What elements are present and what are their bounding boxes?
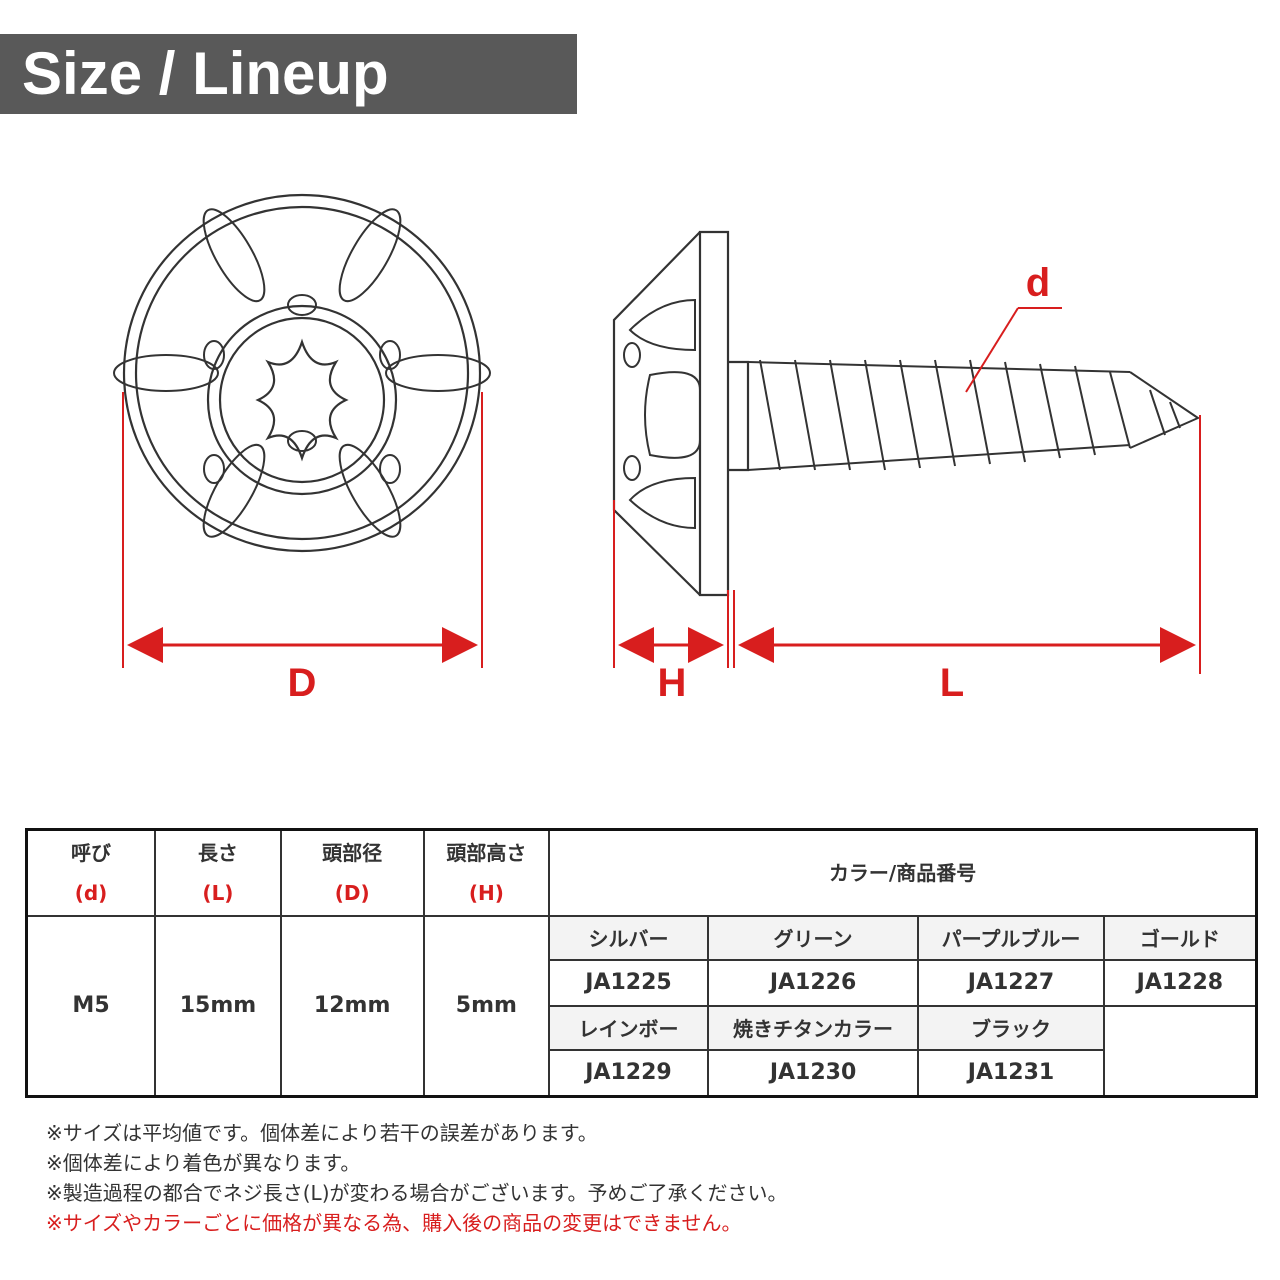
screw-side-view xyxy=(612,230,1201,597)
product-code: JA1225 xyxy=(548,958,709,1007)
screw-head-front-view xyxy=(113,193,491,553)
page-title: Size / Lineup xyxy=(22,40,389,107)
note-line: ※個体差により着色が異なります。 xyxy=(46,1151,361,1175)
empty-cell xyxy=(1102,1004,1258,1097)
product-code: JA1227 xyxy=(917,958,1105,1007)
product-code: JA1229 xyxy=(548,1048,709,1097)
col-header-head-diameter: 頭部径 (D) xyxy=(279,828,425,917)
dimension-L: L xyxy=(733,415,1201,705)
value-head-diameter: 12mm xyxy=(279,914,425,1097)
note-line: ※製造過程の都合でネジ長さ(L)が変わる場合がございます。予めご了承ください。 xyxy=(46,1181,788,1205)
dimension-H: H xyxy=(613,500,729,705)
label-D: D xyxy=(288,661,317,705)
product-code: JA1231 xyxy=(917,1048,1105,1097)
value-head-height: 5mm xyxy=(422,914,551,1097)
label-H: H xyxy=(658,661,687,705)
value-length: 15mm xyxy=(154,914,282,1097)
screw-diagram: D xyxy=(113,193,1201,705)
col-header-head-height: 頭部高さ (H) xyxy=(422,828,551,917)
product-code: JA1228 xyxy=(1102,958,1258,1007)
thread xyxy=(747,359,1201,471)
label-d: d xyxy=(1026,261,1050,305)
product-code: JA1226 xyxy=(706,958,920,1007)
color-name: グリーン xyxy=(706,914,920,961)
color-name: ブラック xyxy=(917,1004,1105,1051)
col-header-color-code: カラー/商品番号 xyxy=(548,828,1258,917)
torx-star-icon xyxy=(255,338,349,462)
spec-table: 呼び (d) 長さ (L) 頭部径 (D) 頭部高さ (H) カラー/商品番号 … xyxy=(25,828,1258,1098)
note-line: ※サイズは平均値です。個体差により若干の誤差があります。 xyxy=(46,1121,598,1145)
notes: ※サイズは平均値です。個体差により若干の誤差があります。 ※個体差により着色が異… xyxy=(46,1118,1246,1238)
title-banner: Size / Lineup xyxy=(0,34,577,114)
warning-line: ※サイズやカラーごとに価格が異なる為、購入後の商品の変更はできません。 xyxy=(46,1211,742,1235)
color-name: 焼きチタンカラー xyxy=(706,1004,920,1051)
value-nominal: M5 xyxy=(25,914,157,1097)
color-name: ゴールド xyxy=(1102,914,1258,961)
dimension-D: D xyxy=(122,392,483,705)
rim-slots xyxy=(113,208,491,538)
col-header-length: 長さ (L) xyxy=(154,828,282,917)
label-L: L xyxy=(940,661,964,705)
small-holes xyxy=(203,294,401,484)
col-header-nominal: 呼び (d) xyxy=(25,828,157,917)
product-code: JA1230 xyxy=(706,1048,920,1097)
color-name: パープルブルー xyxy=(917,914,1105,961)
dimension-d: d xyxy=(965,261,1062,393)
color-name: シルバー xyxy=(548,914,709,961)
color-name: レインボー xyxy=(548,1004,709,1051)
